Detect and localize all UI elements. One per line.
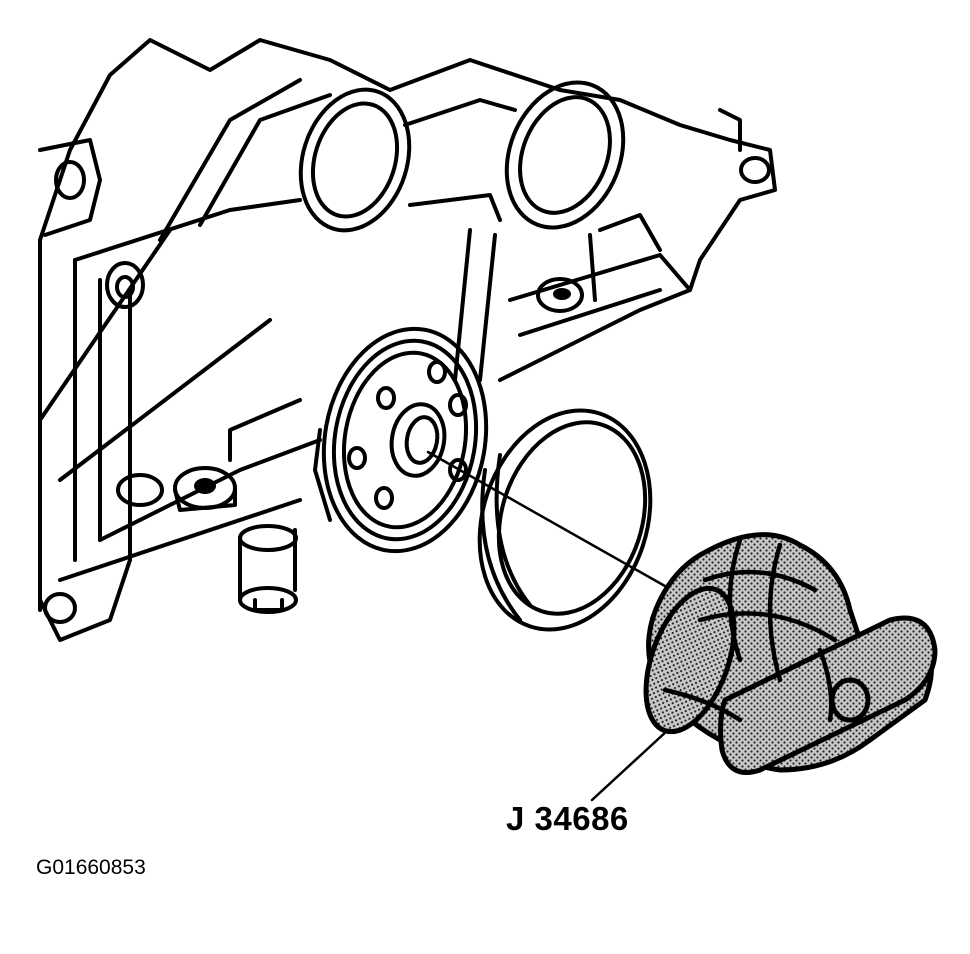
callout-leader <box>590 728 670 802</box>
engine-front-cover <box>38 38 777 642</box>
tool-callout-label: J 34686 <box>506 800 629 837</box>
crankshaft-hub <box>313 326 489 554</box>
figure-id: G01660853 <box>36 856 146 879</box>
alignment-line <box>426 450 674 592</box>
seal-installer-tool <box>643 532 938 775</box>
